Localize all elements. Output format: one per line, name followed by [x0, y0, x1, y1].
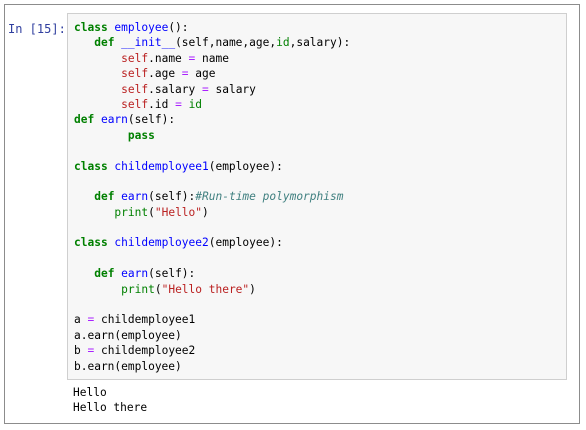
code-line: print("Hello there"): [74, 282, 350, 297]
code-token: [182, 98, 189, 111]
code-token: [74, 129, 128, 142]
code-token: b.earn(employee): [74, 359, 182, 373]
code-token: [74, 98, 121, 111]
code-token: .id: [148, 97, 176, 111]
code-line: class employee():: [74, 20, 350, 35]
code-token: print: [121, 282, 155, 296]
code-token: ): [249, 282, 256, 296]
code-token: =: [188, 51, 196, 65]
code-line: [74, 143, 350, 158]
code-token: childemployee1: [114, 159, 209, 173]
code-token: [74, 52, 121, 65]
code-line: [74, 251, 350, 266]
code-token: earn: [121, 190, 149, 204]
code-token: #Run-time polymorphism: [195, 190, 344, 204]
code-token: .name: [148, 51, 189, 65]
code-token: [74, 190, 94, 203]
code-token: print: [114, 205, 149, 219]
code-token: (: [148, 205, 155, 219]
code-line: [74, 174, 350, 189]
code-token: employee: [114, 21, 169, 34]
code-token: __init__: [121, 36, 176, 50]
code-token: =: [87, 344, 95, 358]
output-line: Hello there: [73, 401, 148, 415]
code-token: (self,name,age,: [175, 36, 277, 50]
code-token: salary: [208, 82, 256, 96]
code-token: ():: [168, 21, 189, 34]
code-line: def earn(self):: [74, 112, 350, 127]
code-token: age: [188, 67, 216, 81]
code-token: .salary: [148, 82, 202, 96]
code-token: (self):: [148, 267, 196, 281]
code-line: class childemployee2(employee):: [74, 235, 350, 250]
code-token: def: [74, 113, 101, 127]
code-token: =: [87, 313, 95, 327]
code-line: self.age = age: [74, 66, 350, 81]
code-token: childemployee1: [94, 313, 196, 327]
code-token: id: [188, 97, 203, 111]
code-token: "Hello there": [161, 282, 250, 296]
code-token: childemployee2: [94, 344, 196, 358]
code-line: a = childemployee1: [74, 312, 350, 327]
code-input-area[interactable]: class employee(): def __init__(self,name…: [67, 13, 567, 380]
notebook-cell: In [15]: class employee(): def __init__(…: [4, 4, 580, 424]
code-line: b = childemployee2: [74, 343, 350, 358]
code-token: a.earn(employee): [74, 328, 182, 342]
code-token: =: [175, 97, 182, 111]
code-token: [74, 283, 121, 296]
code-line: class childemployee1(employee):: [74, 159, 350, 174]
code-line: print("Hello"): [74, 205, 350, 220]
code-line: pass: [74, 128, 350, 143]
code-token: (: [154, 282, 162, 296]
code-line: def __init__(self,name,age,id,salary):: [74, 35, 350, 50]
code-token: self: [121, 51, 149, 65]
code-token: earn: [100, 113, 128, 127]
code-token: (self):: [148, 190, 196, 204]
code-token: a: [74, 313, 88, 327]
code-token: self: [121, 67, 149, 81]
code-token: =: [202, 82, 209, 96]
code-line: [74, 297, 350, 312]
code-line: a.earn(employee): [74, 328, 350, 343]
code-token: class: [74, 21, 115, 34]
code-token: class: [74, 159, 115, 173]
code-editor[interactable]: class employee(): def __init__(self,name…: [74, 20, 350, 374]
code-token: [74, 83, 121, 96]
code-token: =: [181, 67, 189, 81]
code-token: [74, 67, 121, 80]
code-token: (self):: [127, 113, 176, 127]
code-token: earn: [121, 267, 149, 281]
code-token: (employee):: [208, 236, 283, 250]
code-line: self.name = name: [74, 51, 350, 66]
code-token: ,salary):: [289, 36, 351, 50]
code-line: [74, 220, 350, 235]
code-token: childemployee2: [114, 236, 209, 250]
code-token: ): [202, 205, 209, 219]
code-token: def: [94, 36, 122, 50]
code-token: id: [276, 36, 290, 50]
code-line: self.salary = salary: [74, 82, 350, 97]
code-token: self: [121, 82, 149, 96]
code-token: b: [74, 344, 88, 358]
code-token: [74, 206, 114, 219]
code-line: b.earn(employee): [74, 359, 350, 374]
code-token: (employee):: [208, 159, 283, 173]
code-token: name: [195, 51, 229, 65]
code-line: def earn(self):#Run-time polymorphism: [74, 189, 350, 204]
code-token: .age: [148, 67, 182, 81]
code-line: def earn(self):: [74, 266, 350, 281]
code-token: def: [94, 190, 122, 204]
code-token: self: [121, 97, 149, 111]
code-token: "Hello": [154, 205, 203, 219]
input-prompt: In [15]:: [8, 22, 66, 36]
code-token: [74, 36, 94, 49]
code-token: [74, 267, 94, 280]
code-line: self.id = id: [74, 97, 350, 112]
code-token: def: [94, 267, 122, 281]
code-token: pass: [127, 128, 155, 142]
output-line: Hello: [73, 386, 107, 399]
code-token: class: [74, 236, 115, 250]
